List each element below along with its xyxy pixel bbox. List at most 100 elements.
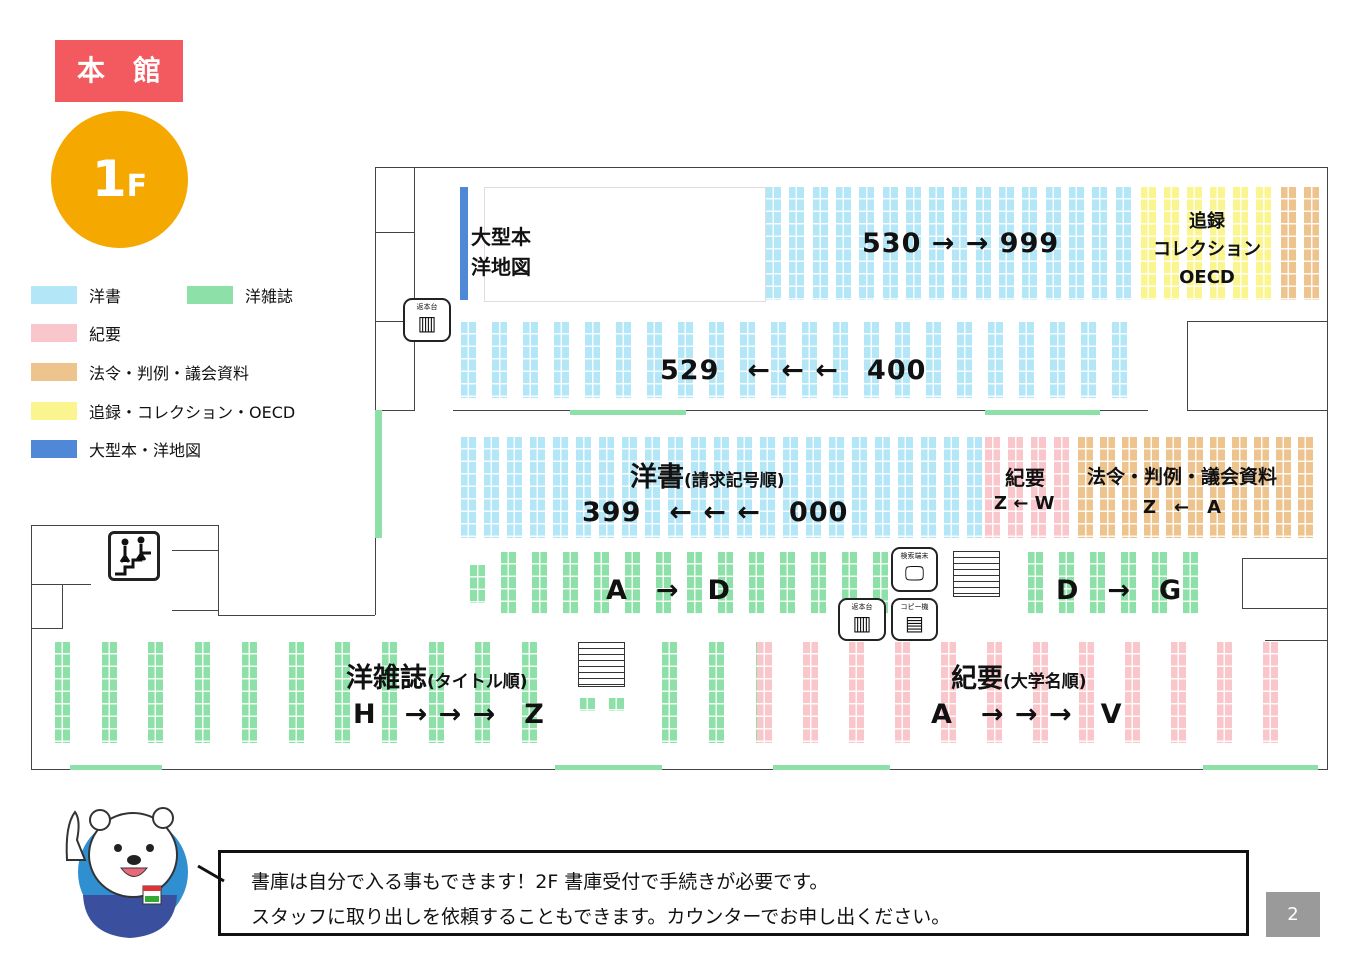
bookshelf [492, 322, 507, 398]
bookshelf [708, 642, 724, 743]
copier-caption: コピー機 [900, 603, 929, 611]
bookshelf [530, 437, 545, 538]
bookshelf [926, 322, 941, 398]
magazines-order: (タイトル順) [427, 672, 528, 692]
bookshelf [1059, 552, 1074, 614]
bookshelf [921, 437, 936, 538]
wall [375, 321, 415, 322]
legend-label: 洋書 [89, 287, 122, 306]
legend-item: 法令・判例・議会資料 [31, 360, 249, 384]
bookshelf [599, 437, 614, 538]
bookshelf [1115, 187, 1131, 300]
bookshelf [806, 437, 821, 538]
western-books-title: 洋書 [630, 462, 684, 493]
bookshelf [622, 437, 637, 538]
legend-label: 法令・判例・議会資料 [89, 364, 250, 383]
bookshelf [1122, 437, 1137, 538]
bookshelf [875, 437, 890, 538]
bookshelf [709, 322, 724, 398]
legend-swatch [31, 324, 77, 342]
label-bulletins-small: 紀要 [1005, 466, 1045, 490]
staircase-block [578, 642, 625, 687]
label-supplement-2: コレクション [1153, 239, 1261, 260]
wall [218, 525, 219, 616]
wall [31, 525, 218, 526]
bookshelf [148, 642, 164, 743]
legend-label: 大型本・洋地図 [89, 441, 202, 460]
bookshelf [780, 552, 795, 614]
search-terminal-icon[interactable]: 検索端末🖵 [891, 547, 938, 592]
bookshelf [1125, 642, 1140, 743]
bookshelf [898, 437, 913, 538]
wall [31, 769, 1328, 770]
bookshelf [1281, 187, 1296, 300]
label-western-maps: 洋地図 [471, 255, 531, 279]
bookshelf [1092, 187, 1108, 300]
bookshelf [475, 642, 491, 743]
label-supplement-3: OECD [1179, 267, 1235, 288]
legend-label: 紀要 [89, 325, 122, 344]
building-badge: 本 館 [55, 40, 183, 102]
bookshelf [829, 437, 844, 538]
bookshelf [55, 642, 70, 743]
bookshelf [783, 437, 798, 538]
bookshelf [1081, 322, 1096, 398]
bookshelf [470, 565, 485, 603]
bookshelf [507, 437, 522, 538]
bookshelf [757, 642, 772, 743]
label-western-books: 洋書(請求記号順) [630, 455, 785, 494]
bookshelf [803, 642, 818, 743]
bookshelf [882, 187, 898, 300]
bookshelf [553, 437, 568, 538]
bookshelf [1028, 552, 1043, 614]
wall [1242, 608, 1327, 609]
bookshelf [749, 552, 764, 614]
notice-line-2: スタッフに取り出しを依頼することもできます。カウンターでお申し出ください。 [251, 906, 951, 928]
bookshelf [1152, 552, 1167, 614]
bear-mascot [65, 807, 188, 938]
return-desk-icon: 返本台▥ [403, 298, 451, 342]
wall [1265, 640, 1327, 641]
bookshelf [999, 187, 1014, 300]
floor-badge: 1F [51, 111, 188, 248]
label-large-books: 大型本 [471, 225, 531, 249]
bookshelf [687, 552, 702, 614]
bookshelf [1033, 642, 1048, 743]
label-mag-left-range: A → D [606, 575, 731, 606]
label-bulletins-small-range: Z ← W [994, 493, 1055, 514]
wall [375, 167, 1327, 168]
legend-item: 洋書 [31, 283, 121, 307]
bookshelf [1187, 187, 1202, 300]
bookshelf [1100, 437, 1115, 538]
bookshelf [656, 552, 671, 614]
magazine-strip [985, 410, 1100, 415]
bookshelf [1031, 437, 1046, 538]
notice-line-1: 書庫は自分で入る事もできます！2F 書庫受付で手続きが必要です。 [251, 871, 829, 893]
label-row1-range: 530 → → 999 [862, 228, 1060, 259]
bookshelf [523, 322, 538, 398]
legend-swatch [187, 286, 233, 304]
bookshelf [1090, 552, 1105, 614]
bookshelf [461, 437, 476, 538]
copier-icon[interactable]: コピー機▤ [891, 598, 938, 641]
bookshelf [975, 187, 991, 300]
magazine-strip [70, 765, 162, 770]
bookshelf [1233, 187, 1248, 300]
bookshelf [1298, 437, 1313, 538]
stairs-icon [108, 531, 160, 581]
magazines-title: 洋雑誌 [346, 663, 427, 694]
return-desk-icon: 返本台▥ [838, 598, 886, 641]
bookshelf [241, 642, 257, 743]
bookshelf [1078, 437, 1093, 538]
bookshelf [580, 698, 595, 711]
bookshelf [1008, 437, 1023, 538]
legend-item: 洋雑誌 [187, 283, 293, 307]
label-law: 法令・判例・議会資料 [1087, 466, 1278, 488]
return-desk-caption: 返本台 [416, 303, 438, 311]
legend-label: 追録・コレクション・OECD [89, 403, 296, 422]
bookshelf [1019, 322, 1034, 398]
wall [218, 615, 375, 616]
legend-label: 洋雑誌 [245, 287, 294, 306]
bookshelf [737, 437, 752, 538]
